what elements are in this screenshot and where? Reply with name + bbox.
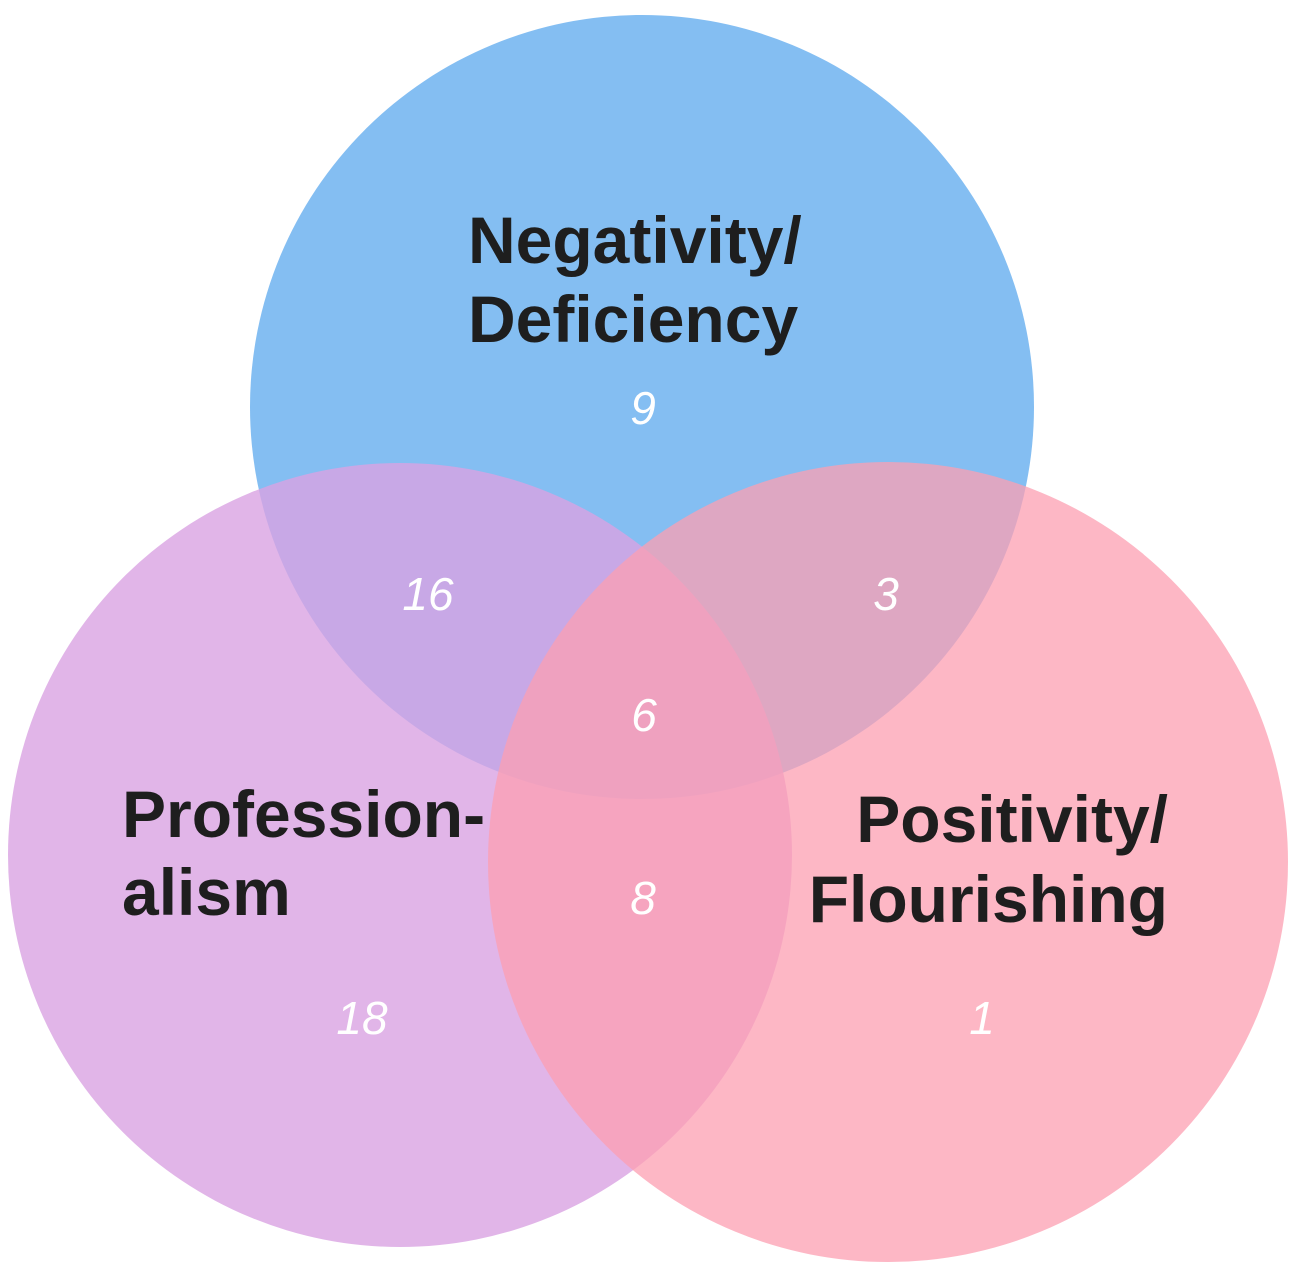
count-professionalism-only: 18 <box>336 992 388 1044</box>
label-negativity-line2: Deficiency <box>468 282 798 356</box>
label-negativity-line1: Negativity/ <box>468 203 802 277</box>
count-negativity-professionalism: 16 <box>402 568 454 620</box>
label-positivity-line1: Positivity/ <box>856 782 1168 856</box>
label-positivity-line2: Flourishing <box>809 862 1168 936</box>
count-all-three: 6 <box>631 689 657 741</box>
count-negativity-positivity: 3 <box>873 568 899 620</box>
count-professionalism-positivity: 8 <box>630 872 656 924</box>
label-professionalism-line1: Profession- <box>122 777 485 851</box>
circle-positivity-flourishing <box>488 462 1288 1262</box>
label-professionalism-line2: alism <box>122 855 291 929</box>
count-negativity-only: 9 <box>630 382 656 434</box>
count-positivity-only: 1 <box>969 992 995 1044</box>
